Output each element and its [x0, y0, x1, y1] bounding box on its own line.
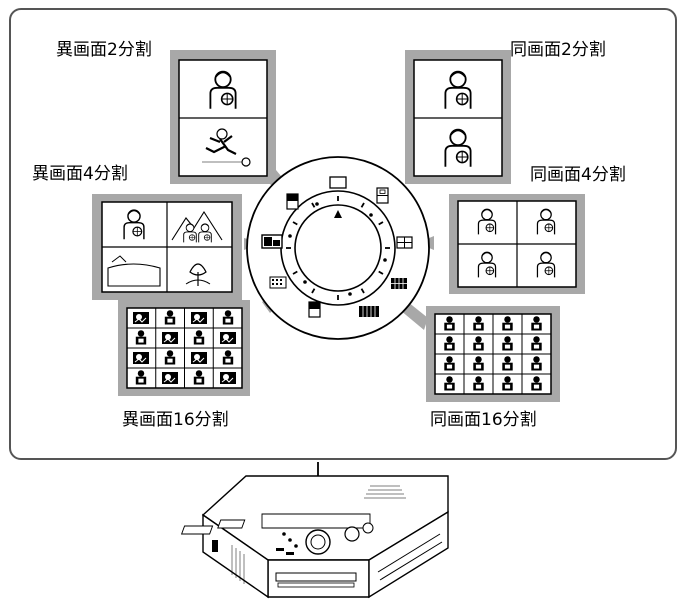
- panel-dou2: [405, 50, 511, 184]
- label-dou16: 同画面16分割: [430, 410, 537, 430]
- mode-dou2-icon: [376, 187, 389, 204]
- mode-dou16-icon: [391, 278, 407, 289]
- panel-ihm2: [170, 50, 276, 184]
- panel-dou4: [449, 194, 585, 294]
- panel-ihm4: [92, 194, 242, 300]
- panel-dou16: [426, 306, 560, 402]
- printer-device: [180, 475, 449, 599]
- mode-ihm2-icon: [286, 193, 299, 210]
- mode-strip-icon: [359, 306, 379, 317]
- mode-ihm4-icon: [261, 234, 283, 249]
- mode-still-icon: [308, 301, 321, 318]
- mode-dou4-icon: [396, 236, 413, 249]
- mode-dial: [246, 156, 430, 340]
- label-ihm16: 異画面16分割: [122, 410, 229, 430]
- panel-ihm16: [118, 300, 250, 396]
- mode-ihm16-icon: [269, 276, 287, 289]
- label-dou4: 同画面4分割: [530, 165, 626, 185]
- label-dou2: 同画面2分割: [510, 40, 606, 60]
- mode-full-icon: [329, 176, 347, 189]
- label-ihm4: 異画面4分割: [32, 164, 128, 184]
- label-ihm2: 異画面2分割: [56, 40, 152, 60]
- dial-pointer-icon: [334, 210, 342, 218]
